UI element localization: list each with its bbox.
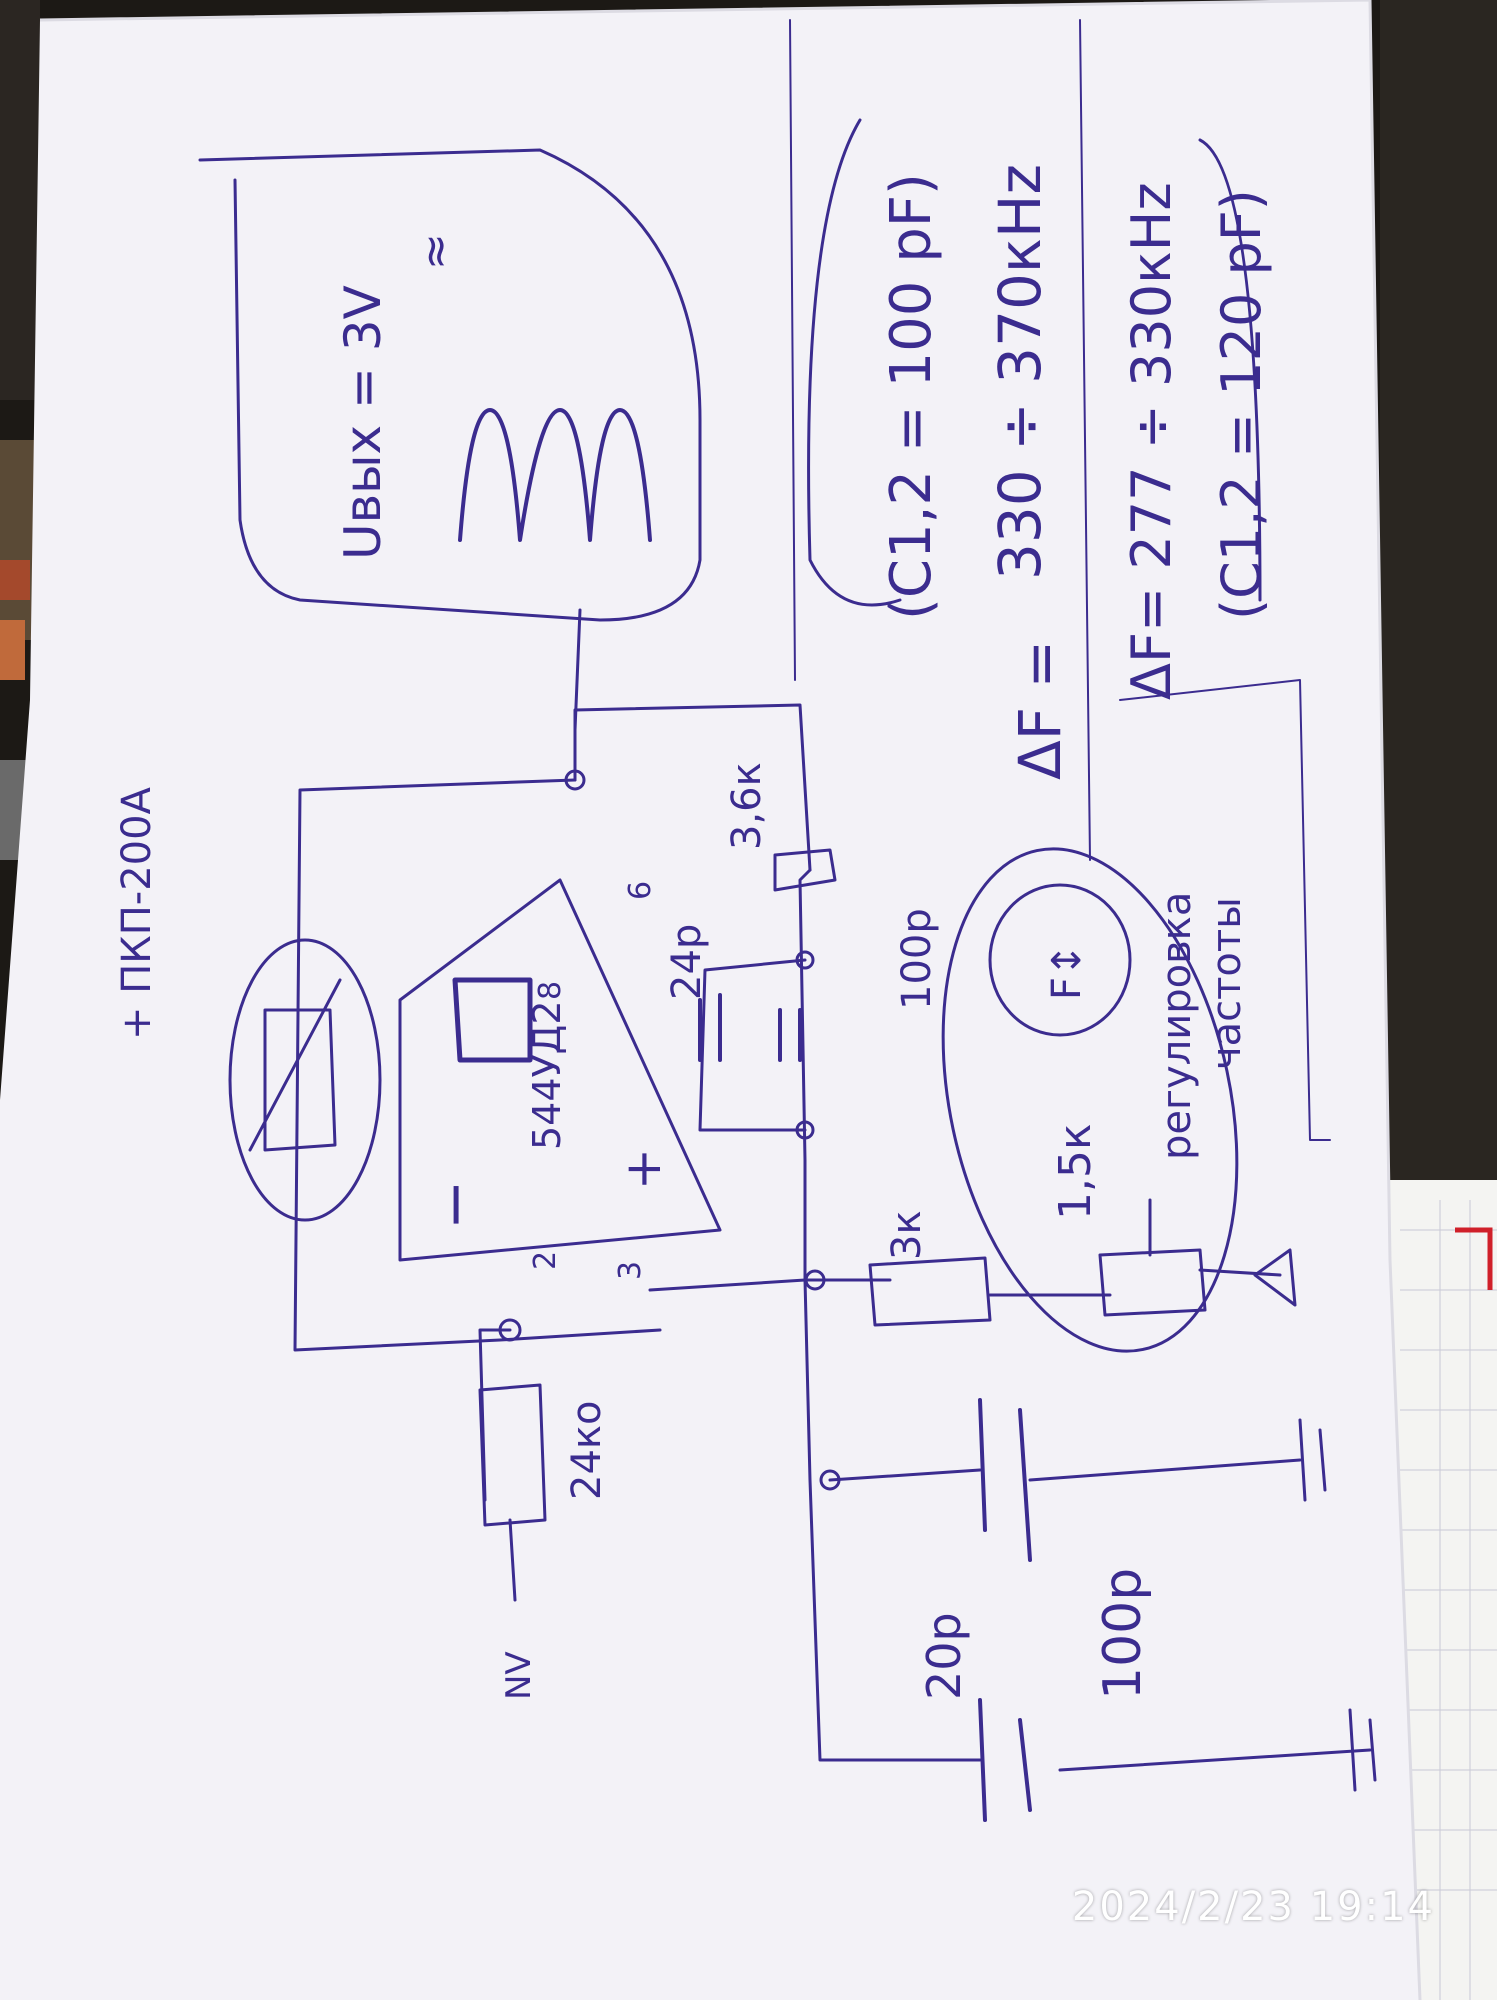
trim-ellipse: [941, 847, 1239, 1353]
resistor-bias: [868, 1256, 992, 1327]
label-tune-mark: F↕: [1044, 943, 1090, 1000]
label-plus: +: [614, 1148, 672, 1190]
label-pin2: 2: [528, 1251, 563, 1270]
sensor-body: [263, 1008, 337, 1152]
label-pin8: 8: [533, 981, 568, 1000]
note-line2: 330 ÷ 370кНz: [986, 164, 1054, 580]
wire-output: [573, 703, 812, 872]
wire-feedback-loop: [293, 778, 662, 1352]
label-pin3: 3: [613, 1261, 648, 1280]
label-c-ground: 100р: [1093, 1568, 1153, 1700]
label-input-mark: NV: [499, 1651, 539, 1700]
label-pin6: 6: [623, 881, 658, 900]
note-delta: ΔF =: [1006, 640, 1074, 780]
label-minus: −: [420, 1180, 490, 1230]
label-tune2: частоты: [1204, 897, 1250, 1070]
photo-timestamp: 2024/2/23 19:14: [1071, 1884, 1435, 1930]
sensor-ellipse: [228, 938, 382, 1222]
resistor-trim: [1098, 1248, 1207, 1317]
capacitor-series: [978, 1698, 1032, 1822]
label-r-feedback: 3,6к: [724, 762, 770, 850]
note-line4: (C1,2 = 120 pF): [1210, 189, 1273, 620]
label-c-feedback: 24р: [664, 924, 710, 1000]
label-tune: регулировка: [1154, 892, 1200, 1160]
oscilloscope-bubble: [198, 148, 702, 622]
waveform-amplitude: Uвых = 3V: [334, 285, 392, 560]
label-sensor: + ПКП-200А: [114, 786, 160, 1040]
label-opamp: 544УД2: [525, 1000, 569, 1150]
note-line3: ΔF= 277 ÷ 330кНz: [1120, 182, 1183, 700]
resistor-feedback: [773, 848, 837, 892]
waveform: [458, 408, 652, 542]
opamp-compensation: [452, 977, 533, 1063]
label-c-series: 20р: [917, 1612, 971, 1700]
label-r-bias: 3к: [884, 1210, 930, 1260]
label-r-trim: 1,5к: [1050, 1123, 1101, 1220]
label-c-feedback2: 100р: [894, 908, 940, 1010]
opamp-triangle: [398, 878, 722, 1262]
note-line1: (C1,2 = 100 pF): [879, 173, 944, 620]
capacitor-ground: [978, 1398, 1032, 1562]
waveform-approx: ≈: [410, 233, 461, 270]
label-r-input: 24ко: [564, 1400, 610, 1500]
resistor-input: [478, 1383, 547, 1527]
tune-ellipse: [988, 883, 1132, 1037]
